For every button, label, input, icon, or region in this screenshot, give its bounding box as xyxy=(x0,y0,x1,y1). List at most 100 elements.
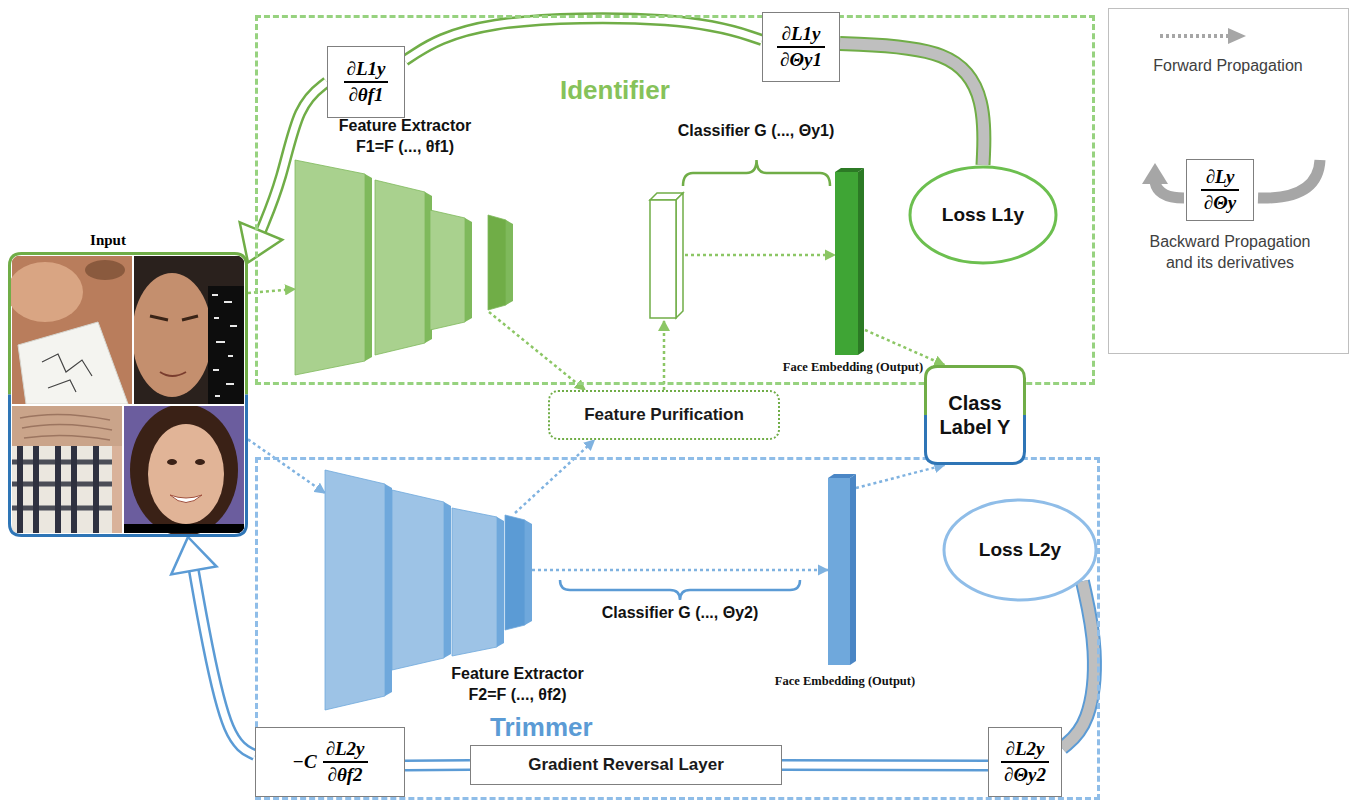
ellipse-outline xyxy=(910,167,1056,263)
process-box: Gradient Reversal Layer xyxy=(470,745,782,785)
gradient-box: ∂L2y∂Θy2 xyxy=(988,727,1062,797)
layer-front xyxy=(295,160,365,375)
classifier-brace xyxy=(683,160,830,186)
dotted-line xyxy=(865,330,944,365)
photo-plaid xyxy=(20,446,96,533)
gradient-box: ∂L1y∂Θy1 xyxy=(762,12,840,82)
legend-backward-head xyxy=(1142,163,1168,184)
band-fill xyxy=(405,18,762,60)
face-embedding: Face Embedding (Output) xyxy=(760,474,930,699)
photo-background xyxy=(12,406,122,533)
arrowhead xyxy=(658,320,670,331)
photo-occluding-cloth xyxy=(12,446,112,533)
photo-eye xyxy=(167,459,177,465)
photo-face-part xyxy=(11,262,83,322)
layer-front xyxy=(505,515,525,630)
layer-front xyxy=(452,508,497,656)
feature-vector xyxy=(650,193,683,331)
conv-layer xyxy=(325,470,392,710)
layer-side xyxy=(465,218,472,322)
band-outline xyxy=(1062,581,1094,748)
border-bottom-half xyxy=(10,395,247,536)
photo-face xyxy=(148,424,224,524)
bar-side xyxy=(850,474,856,665)
legend-text: Forward Propagation xyxy=(1128,56,1328,77)
trimmer-region: TrimmerFeature Extractor F2=F (..., θf2)… xyxy=(255,457,1100,800)
layer-side xyxy=(506,220,513,305)
photo-cup-sketch xyxy=(42,354,92,392)
layer-front xyxy=(392,490,444,670)
hollow-arrowhead xyxy=(171,537,216,574)
fraction: ∂L1y∂θf1 xyxy=(344,58,389,106)
legend-backward-sample xyxy=(1155,182,1184,198)
dotted-line xyxy=(515,440,594,513)
class-label: Class Label Y xyxy=(932,391,1018,439)
shape-outline xyxy=(760,474,930,699)
denominator: ∂Θy1 xyxy=(777,48,825,71)
photo-occluding-cup xyxy=(18,322,128,404)
layer-front xyxy=(488,215,506,310)
fraction: ∂Ly∂Θy xyxy=(1201,166,1239,214)
fraction-stack: ∂L1y∂Θy1 xyxy=(777,23,825,71)
fraction: −C∂L2y∂θf2 xyxy=(292,738,367,786)
shape-outline xyxy=(8,232,248,537)
layer-side xyxy=(385,484,392,696)
identifier-region: Identifier∂L1y∂θf1∂L1y∂Θy1Feature Extrac… xyxy=(255,15,1095,385)
dotted-line xyxy=(248,439,325,493)
forward-arrow xyxy=(856,465,944,488)
region-title: Identifier xyxy=(560,75,670,106)
backward-band xyxy=(840,44,984,166)
forward-arrow xyxy=(515,440,594,513)
shape-outline xyxy=(924,365,1026,465)
photo-strip xyxy=(124,524,244,533)
hollow-arrowhead xyxy=(240,222,283,262)
photo-noise-dots xyxy=(212,295,237,396)
fraction-stack: ∂L2y∂θf2 xyxy=(323,738,368,786)
denominator: ∂θf1 xyxy=(344,83,389,106)
ellipse-outline xyxy=(944,500,1096,600)
layer-label: Feature Extractor F2=F (..., θf2) xyxy=(440,664,595,706)
legend-text: Backward Propagation and its derivatives xyxy=(1140,232,1320,274)
photo-eye xyxy=(85,260,125,280)
loss-ellipse: Loss L2y xyxy=(942,498,1098,602)
vector-side xyxy=(676,193,683,318)
box-label: Feature Purification xyxy=(584,405,744,425)
dotted-line xyxy=(532,569,828,572)
band-outline xyxy=(782,759,988,772)
legend-forward-sample xyxy=(1160,34,1228,38)
class-label-box: Class Label Y xyxy=(924,365,1026,465)
fraction-stack: ∂L2y∂Θy2 xyxy=(1001,738,1049,786)
box-label: Gradient Reversal Layer xyxy=(528,755,724,775)
photo-mouth xyxy=(160,372,186,376)
photo-eyes xyxy=(150,316,198,320)
fraction: ∂L2y∂Θy2 xyxy=(1001,738,1049,786)
forward-arrow xyxy=(489,312,585,390)
input-label: Input xyxy=(8,232,208,249)
numerator: ∂L2y xyxy=(323,738,368,763)
band-outline xyxy=(405,18,762,60)
legend-backward-sample xyxy=(1258,160,1320,198)
conv-layer xyxy=(392,490,451,670)
backward-band xyxy=(171,537,255,755)
fraction-stack: ∂L1y∂θf1 xyxy=(344,58,389,106)
photo-gaps xyxy=(12,256,244,533)
conv-layer xyxy=(488,215,513,310)
band-fill xyxy=(840,44,984,166)
classifier-label: Classifier G (..., Θy1) xyxy=(678,122,835,140)
classifier-brace xyxy=(560,580,800,600)
layer-side xyxy=(525,520,532,625)
layer-front xyxy=(325,470,385,710)
fraction-stack: ∂Ly∂Θy xyxy=(1201,166,1239,214)
output-label: Face Embedding (Output) xyxy=(760,674,930,689)
layer-side xyxy=(444,502,451,658)
bar-front xyxy=(835,172,858,355)
photo-plaid xyxy=(12,462,112,508)
numerator: ∂L2y xyxy=(1001,738,1049,763)
numerator: ∂L1y xyxy=(777,23,825,48)
legend-panel xyxy=(1109,9,1349,354)
feature-extractor: Feature Extractor F2=F (..., θf2) xyxy=(320,468,595,718)
forward-arrow xyxy=(248,439,325,493)
conv-layer xyxy=(452,508,504,656)
backward-band xyxy=(1062,581,1094,748)
